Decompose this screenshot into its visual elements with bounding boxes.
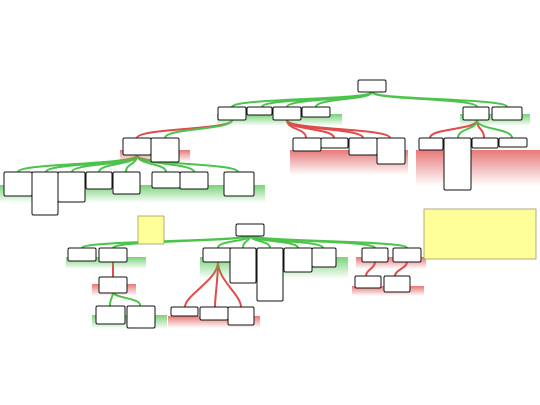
- node-box: [31, 171, 59, 216]
- edge: [249, 234, 408, 249]
- node-box: [311, 247, 337, 268]
- node-box: [361, 247, 389, 263]
- node-box: [112, 171, 141, 195]
- node-box: [491, 106, 523, 121]
- argument-node[interactable]: [301, 106, 331, 118]
- argument-node[interactable]: [122, 137, 152, 156]
- node-box: [126, 305, 156, 329]
- node-box: [151, 171, 181, 189]
- note-box: [423, 208, 537, 260]
- edge: [371, 91, 508, 108]
- note-large[interactable]: [423, 208, 537, 260]
- node-box: [98, 247, 128, 263]
- argument-node[interactable]: [217, 106, 247, 121]
- argument-node[interactable]: [418, 137, 444, 151]
- argument-node[interactable]: [272, 106, 302, 121]
- node-box: [256, 247, 284, 302]
- argument-node[interactable]: [246, 106, 273, 116]
- node-box: [85, 171, 113, 190]
- argument-node[interactable]: [383, 275, 411, 293]
- node-box: [223, 171, 255, 197]
- argument-node[interactable]: [98, 276, 128, 294]
- argument-node[interactable]: [235, 223, 265, 237]
- node-box: [95, 305, 126, 325]
- argument-node[interactable]: [462, 106, 490, 121]
- node-box: [498, 137, 528, 148]
- argument-node[interactable]: [311, 247, 337, 268]
- argument-node[interactable]: [98, 247, 128, 263]
- node-box: [320, 137, 349, 149]
- node-box: [292, 137, 322, 152]
- note-box: [137, 215, 165, 245]
- node-box: [98, 276, 128, 294]
- node-box: [150, 137, 180, 163]
- argument-node[interactable]: [57, 171, 86, 203]
- node-box: [202, 247, 233, 263]
- argument-node[interactable]: [170, 306, 199, 317]
- node-box: [301, 106, 331, 118]
- node-box: [383, 275, 411, 293]
- node-box: [170, 306, 199, 317]
- oppose-band: [416, 150, 540, 186]
- node-box: [376, 137, 406, 165]
- argument-node[interactable]: [67, 247, 97, 262]
- argument-node[interactable]: [150, 137, 180, 163]
- argument-node[interactable]: [202, 247, 233, 263]
- argument-node[interactable]: [376, 137, 406, 165]
- node-box: [217, 106, 247, 121]
- argument-node[interactable]: [498, 137, 528, 148]
- argument-node[interactable]: [320, 137, 349, 149]
- argument-node[interactable]: [283, 247, 313, 273]
- node-box: [392, 247, 422, 263]
- node-box: [443, 137, 472, 191]
- argument-node[interactable]: [357, 79, 387, 93]
- node-box: [357, 79, 387, 93]
- node-box: [418, 137, 444, 151]
- node-box: [57, 171, 86, 203]
- edge: [315, 91, 373, 108]
- argument-node[interactable]: [229, 247, 257, 284]
- argument-node[interactable]: [31, 171, 59, 216]
- node-box: [67, 247, 97, 262]
- argument-node[interactable]: [292, 137, 322, 152]
- argument-node[interactable]: [3, 171, 33, 197]
- argument-node[interactable]: [223, 171, 255, 197]
- node-box: [229, 247, 257, 284]
- node-box: [235, 223, 265, 237]
- node-box: [246, 106, 273, 116]
- argument-node[interactable]: [491, 106, 523, 121]
- argument-node[interactable]: [151, 171, 181, 189]
- node-box: [272, 106, 302, 121]
- node-box: [283, 247, 313, 273]
- argument-node[interactable]: [361, 247, 389, 263]
- argument-node[interactable]: [354, 275, 382, 289]
- node-box: [179, 171, 209, 190]
- node-box: [354, 275, 382, 289]
- node-box: [122, 137, 152, 156]
- argument-node[interactable]: [443, 137, 472, 191]
- note-small[interactable]: [137, 215, 165, 245]
- argument-node[interactable]: [126, 305, 156, 329]
- edge: [112, 234, 251, 249]
- node-box: [199, 306, 229, 321]
- argument-node[interactable]: [256, 247, 284, 302]
- argument-node[interactable]: [227, 306, 255, 326]
- argument-node[interactable]: [471, 137, 499, 149]
- node-box: [471, 137, 499, 149]
- argument-node[interactable]: [392, 247, 422, 263]
- argument-node[interactable]: [199, 306, 229, 321]
- node-box: [227, 306, 255, 326]
- nodes: [3, 79, 528, 329]
- node-box: [462, 106, 490, 121]
- argument-node[interactable]: [179, 171, 209, 190]
- argument-node[interactable]: [348, 137, 378, 156]
- argument-node[interactable]: [95, 305, 126, 325]
- node-box: [348, 137, 378, 156]
- node-box: [3, 171, 33, 197]
- argument-node[interactable]: [85, 171, 113, 190]
- argument-node[interactable]: [112, 171, 141, 195]
